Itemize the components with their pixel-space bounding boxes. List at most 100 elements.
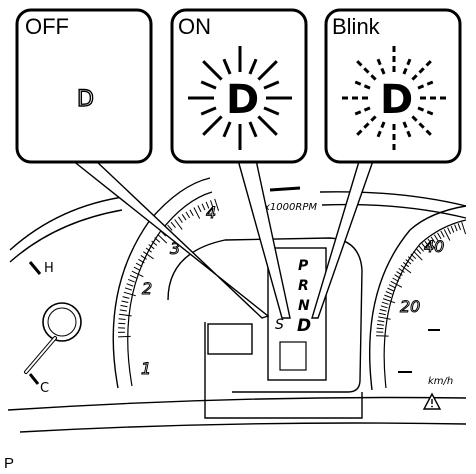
scale-tick <box>400 265 412 274</box>
glow-ray <box>263 80 280 90</box>
glow-ray <box>257 115 278 136</box>
scale-tick <box>154 237 161 243</box>
scale-tick <box>118 335 131 338</box>
tach-scale-label: 1 <box>141 359 151 378</box>
indicator-blink-d: D <box>380 77 413 123</box>
figure-id: P <box>4 455 14 472</box>
scale-tick <box>385 291 393 295</box>
scale-tick <box>170 221 176 229</box>
scale-tick <box>143 251 154 260</box>
glow-ray <box>248 121 258 138</box>
scale-tick <box>378 312 386 316</box>
warning-triangle-icon <box>422 392 442 410</box>
scale-tick <box>413 250 423 261</box>
scale-tick <box>380 305 388 309</box>
speed-unit-label: km/h <box>428 376 453 387</box>
scale-tick <box>415 248 422 255</box>
scale-tick <box>120 304 128 308</box>
cold-label: C <box>40 381 49 396</box>
scale-tick <box>148 244 155 250</box>
scale-tick <box>157 233 168 244</box>
tach-scale-label: 3 <box>170 239 180 258</box>
scale-tick <box>430 236 436 243</box>
hot-tick <box>28 261 42 275</box>
scale-tick <box>384 294 392 299</box>
scale-tick <box>126 283 134 287</box>
scale-tick <box>376 327 384 330</box>
glow-ray <box>375 56 386 75</box>
scale-tick <box>177 216 183 223</box>
scale-tick <box>135 262 143 268</box>
scale-tick <box>138 258 145 264</box>
blink-rays-icon <box>340 44 448 152</box>
scale-tick <box>122 296 130 299</box>
scale-tick <box>119 309 127 312</box>
glow-ray <box>248 58 258 75</box>
glow-ray <box>263 106 280 116</box>
info-display <box>207 323 253 355</box>
leader-lines <box>71 157 375 319</box>
scale-tick <box>128 278 135 283</box>
scale-tick <box>450 225 455 233</box>
scale-tick <box>145 247 152 253</box>
scale-tick <box>394 274 401 279</box>
scale-tick <box>174 219 183 230</box>
scale-tick <box>123 291 136 297</box>
gear-p-label: P <box>298 258 309 274</box>
tachometer-tick-marks <box>117 198 220 338</box>
scale-tick <box>119 313 132 317</box>
glow-ray <box>354 58 377 81</box>
scale-tick <box>457 223 461 231</box>
speed-scale-label: 20 <box>400 297 420 316</box>
speedometer: 20 40 km/h <box>369 205 467 410</box>
glow-ray <box>375 121 386 140</box>
scale-tick <box>418 245 424 252</box>
scale-tick <box>379 309 387 312</box>
gear-n-label: N <box>298 298 310 314</box>
scale-tick <box>193 207 201 219</box>
scale-tick <box>387 287 394 292</box>
scale-tick <box>433 234 439 242</box>
scale-tick <box>205 201 210 209</box>
cold-tick <box>28 373 40 385</box>
scale-tick <box>189 209 194 217</box>
gauge-hub-icon <box>42 302 82 342</box>
glow-ray <box>202 115 223 136</box>
indicator-on-d: D <box>226 77 259 123</box>
glow-ray <box>402 56 413 75</box>
tach-unit-label: x1000RPM <box>263 202 317 213</box>
callout-on: ON D <box>170 8 308 164</box>
tach-scale-label: 4 <box>206 203 216 222</box>
scale-tick <box>461 221 467 235</box>
off-leader <box>71 159 270 319</box>
glow-ray <box>417 79 436 90</box>
scale-tick <box>447 227 452 235</box>
scale-tick <box>421 243 427 250</box>
scale-tick <box>121 300 129 303</box>
callout-blink-label: Blink <box>332 14 381 39</box>
glow-ray <box>352 106 371 117</box>
glow-rays-icon <box>188 46 292 150</box>
scale-tick <box>382 298 396 304</box>
scale-tick <box>376 323 384 326</box>
scale-tick <box>437 232 442 240</box>
scale-tick <box>118 318 126 320</box>
scale-tick <box>377 320 385 323</box>
speed-scale-label: 40 <box>424 237 444 256</box>
scale-tick <box>392 277 399 282</box>
glow-ray <box>222 58 232 75</box>
glow-ray <box>402 121 413 140</box>
scale-tick <box>424 240 430 248</box>
callout-blink: Blink D <box>324 8 462 164</box>
scale-tick <box>140 254 147 260</box>
scale-tick <box>454 224 458 232</box>
scale-tick <box>410 253 417 260</box>
scale-tick <box>197 205 202 213</box>
glow-ray <box>222 121 232 138</box>
scale-tick <box>427 238 436 250</box>
callout-on-label: ON <box>178 14 211 39</box>
scale-tick <box>378 316 391 320</box>
scale-tick <box>181 214 187 221</box>
scale-tick <box>396 271 403 276</box>
